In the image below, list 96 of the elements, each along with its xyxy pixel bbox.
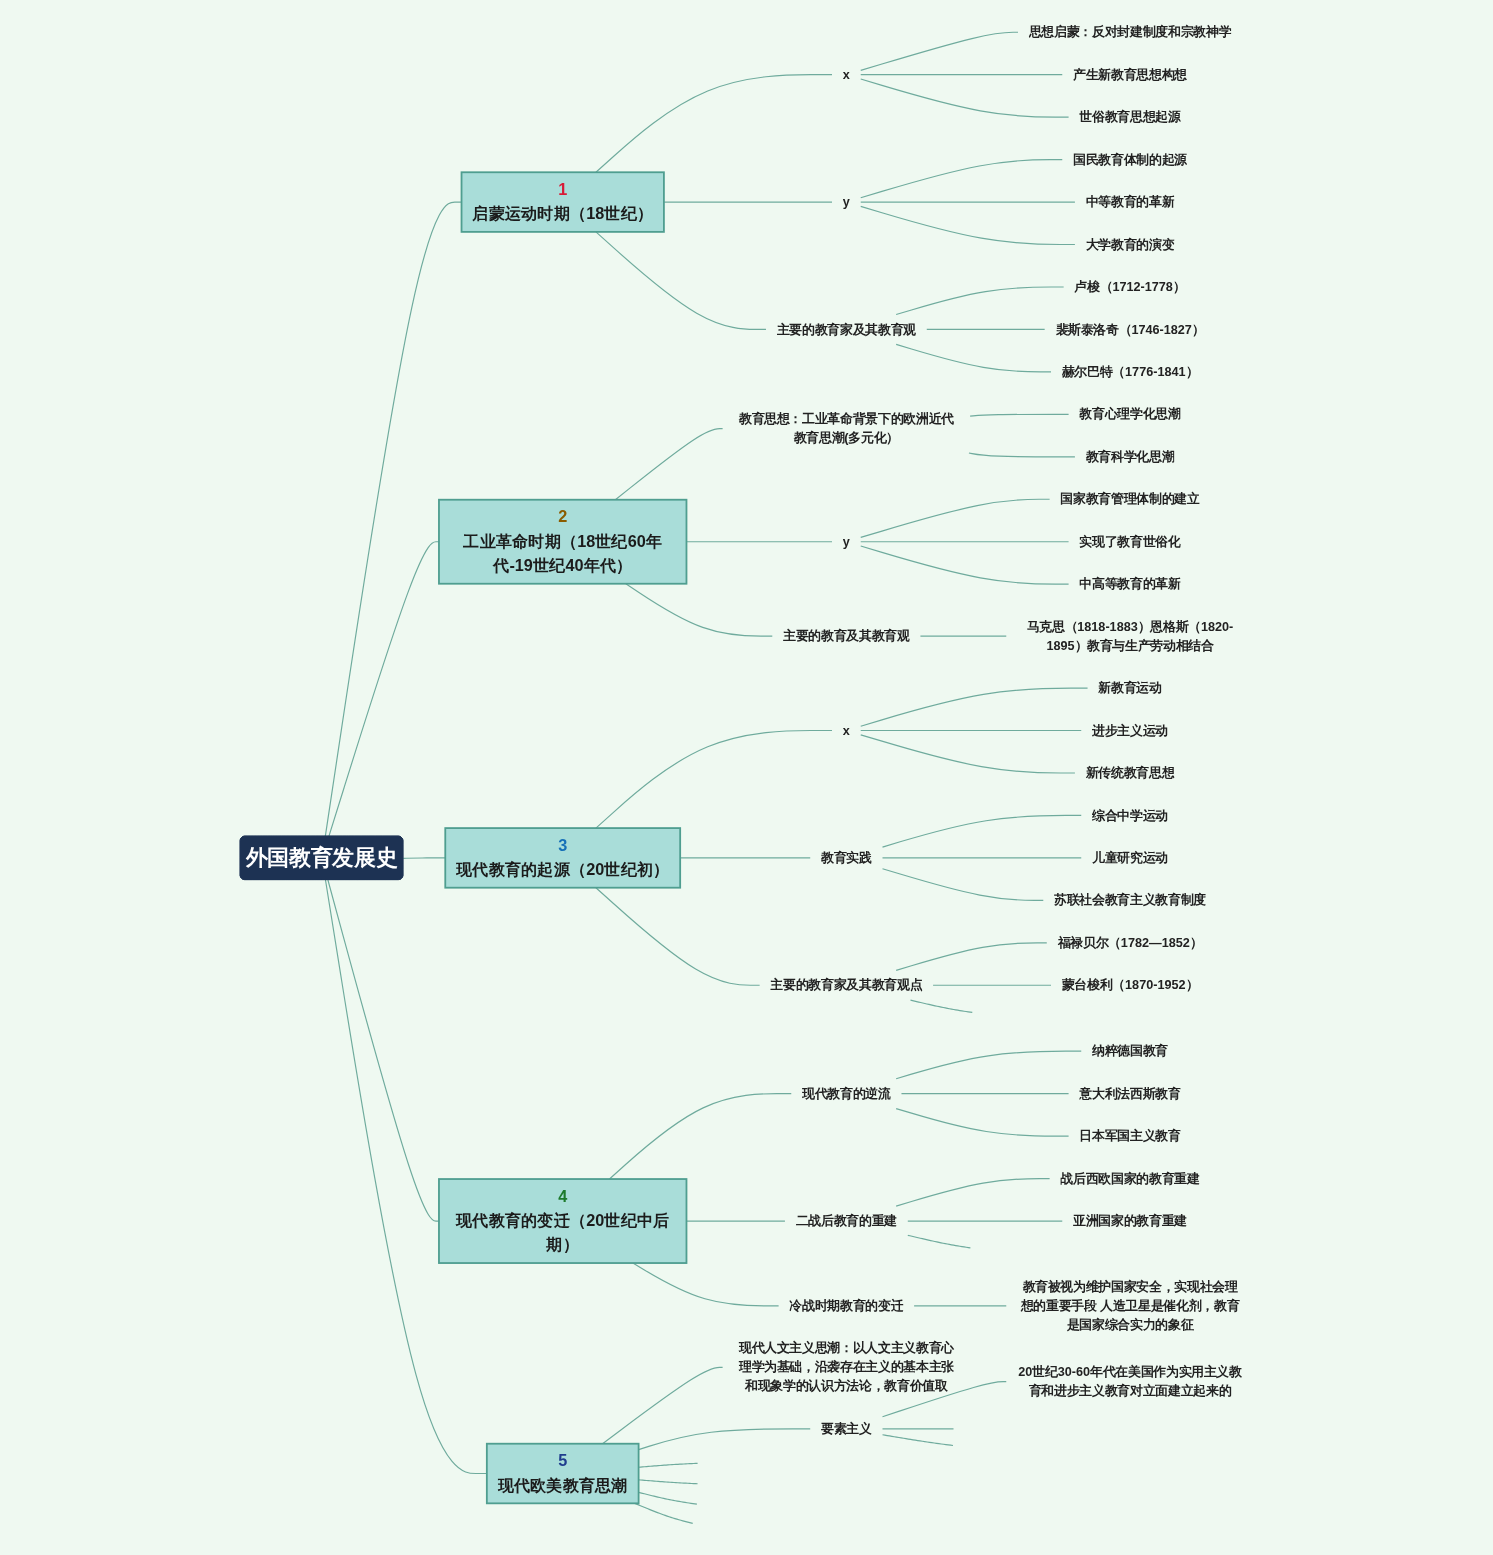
connector [969, 413, 1069, 417]
node-text: 马克思（1818-1883）恩格斯（1820-1895）教育与生产劳动相结合 [1026, 618, 1233, 653]
node-text: 教育心理学化思潮 [1078, 406, 1181, 422]
connector [859, 201, 1075, 203]
connector [624, 583, 773, 637]
node-text: 赫尔巴特（1776-1841） [1061, 364, 1198, 379]
connector [859, 205, 1075, 246]
node-text: 战后西欧国家的教育重建 [1059, 1170, 1200, 1186]
connector [906, 1234, 971, 1249]
connector [881, 1434, 954, 1447]
connector [679, 857, 811, 859]
connector [859, 498, 1050, 538]
connector [895, 286, 1064, 316]
node-text: 产生新教育思想构想 [1072, 67, 1187, 82]
connector [859, 78, 1069, 118]
connector [859, 74, 1063, 76]
node-text: 福禄贝尔（1782—1852） [1057, 935, 1202, 950]
node-text: 教育被视为维护国家安全，实现社会理想的重要手段 人造卫星是催化剂，教育是国家综合实力的象征 [1020, 1279, 1239, 1332]
node-text: 主要的教育家及其教育观 [776, 321, 916, 337]
node-text: 进步主义运动 [1091, 722, 1168, 738]
node-text: 新教育运动 [1097, 680, 1162, 695]
node-text: 国家教育管理体制的建立 [1059, 491, 1200, 507]
node-text: y [842, 194, 850, 209]
connector [594, 231, 767, 331]
node-text: 世俗教育思想起源 [1078, 109, 1181, 124]
node-text: 现代教育的逆流 [801, 1085, 891, 1101]
connector [909, 999, 973, 1014]
node-text: 纳粹德国教育 [1091, 1043, 1168, 1058]
connector [925, 328, 1045, 331]
connector [881, 1428, 954, 1430]
connector [913, 1305, 1007, 1307]
connector [859, 545, 1069, 585]
node-text: 苏联社会教育主义教育制度 [1053, 892, 1206, 908]
node-text: 蒙台梭利（1870-1952） [1061, 977, 1198, 993]
node-box: 5 现代欧美教育思潮 [485, 1442, 639, 1505]
connector [895, 1050, 1082, 1080]
connector [859, 687, 1088, 727]
connector [859, 159, 1063, 199]
connector [594, 74, 833, 173]
node-text: 亚洲国家的教育重建 [1072, 1213, 1187, 1228]
node-text: 卢梭（1712-1778） [1073, 279, 1186, 294]
node-text: 日本军国主义教育 [1078, 1128, 1181, 1143]
node-text: y [842, 534, 850, 549]
node-text: x [842, 67, 850, 82]
node-text: 教育科学化思潮 [1085, 449, 1174, 464]
connector [895, 343, 1052, 373]
node-text: 思想启蒙：反对封建制度和宗教神学 [1028, 24, 1231, 40]
connector [324, 879, 487, 1475]
node-text: 大学教育的演变 [1085, 236, 1174, 252]
connector [594, 729, 833, 829]
node-text: 国民教育体制的起源 [1072, 151, 1187, 167]
connector [685, 541, 833, 543]
connector [967, 452, 1075, 458]
connector [881, 857, 1082, 859]
connector [881, 868, 1044, 901]
node-text: 主要的教育家及其教育观点 [769, 977, 922, 993]
connector [601, 1366, 723, 1445]
node-text: 冷战时期教育的变迁 [788, 1298, 903, 1313]
node-text: 中高等教育的革新 [1078, 576, 1181, 591]
connector [932, 984, 1052, 986]
node-text: 实现了教育世俗化 [1078, 534, 1181, 549]
node-box: 3 现代教育的起源（20世纪初） [443, 827, 681, 889]
node-text: 中等教育的革新 [1085, 194, 1174, 209]
connector [895, 1178, 1050, 1207]
connector [685, 1220, 786, 1222]
connector [881, 814, 1082, 848]
node-text: 儿童研究运动 [1091, 850, 1168, 865]
node-box: 1 启蒙运动时期（18世纪） [460, 171, 665, 233]
connector [594, 887, 760, 986]
node-text: 教育实践 [820, 850, 872, 865]
node-text: 二战后教育的重建 [795, 1213, 897, 1228]
connector [895, 942, 1047, 971]
connector [859, 729, 1082, 732]
node-box: 4 现代教育的变迁（20世纪中后期） [437, 1178, 687, 1264]
connector [900, 1093, 1069, 1095]
node-text: 裴斯泰洛奇（1746-1827） [1055, 321, 1205, 337]
node-box: 2 工业革命时期（18世纪60年代-19世纪40年代） [437, 498, 687, 585]
node-text: 要素主义 [820, 1421, 872, 1436]
node-text: 现代人文主义思潮：以人文主义教育心理学为基础，沿袭存在主义的基本主张和现象学的认识方法论，教育价值取 [738, 1340, 954, 1394]
node-text: 20世纪30-60年代在美国作为实用主义教育和进步主义教育对立面建立起来的 [1017, 1364, 1242, 1398]
connector [859, 734, 1075, 774]
connector [906, 1220, 1063, 1222]
connector [919, 635, 1007, 637]
node-text: 主要的教育及其教育观 [782, 628, 910, 643]
connector [859, 541, 1069, 543]
connector [608, 1093, 792, 1180]
node-text: 综合中学运动 [1091, 807, 1168, 823]
node-text: 教育思想：工业革命背景下的欧洲近代教育思潮(多元化） [738, 411, 954, 445]
connector [859, 31, 1019, 71]
node-text: 新传统教育思想 [1085, 765, 1174, 780]
connector [895, 1108, 1069, 1137]
connector [614, 428, 723, 501]
connector [324, 201, 462, 838]
node-text: 意大利法西斯教育 [1078, 1085, 1181, 1101]
node-text: x [842, 722, 850, 738]
connector [881, 1381, 1007, 1418]
